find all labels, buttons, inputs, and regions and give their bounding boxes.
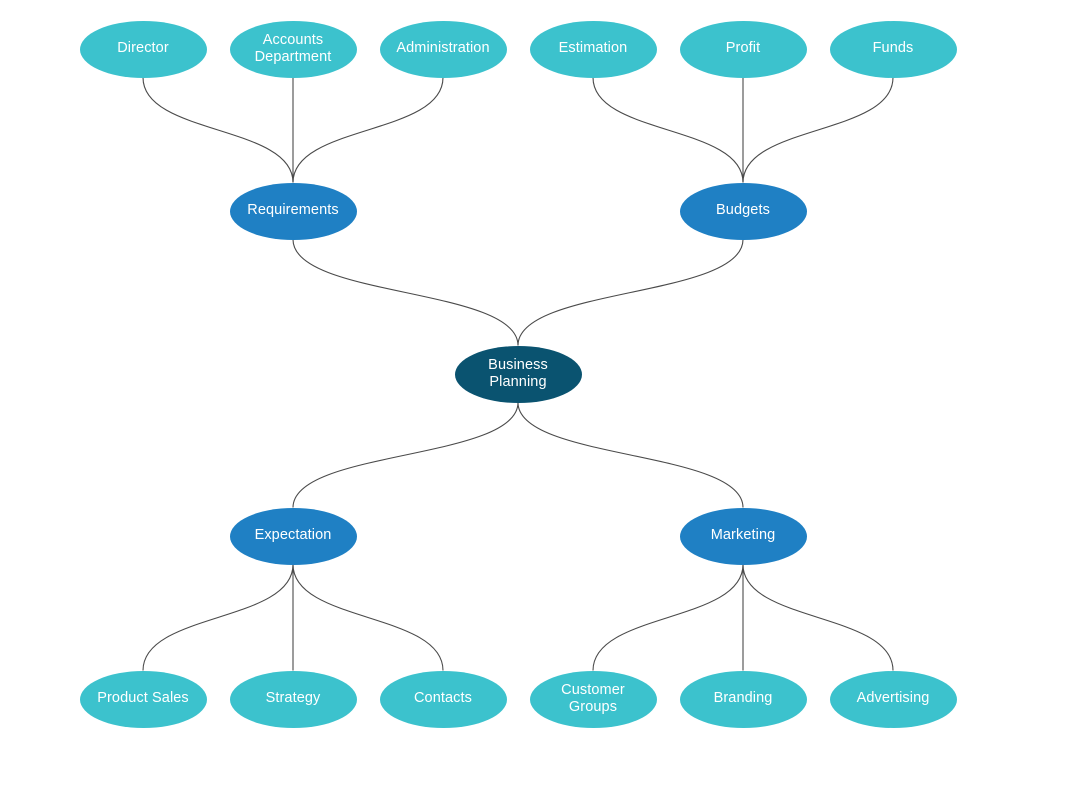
edge-business-planning-to-expectation: [292, 402, 519, 508]
edge-marketing-to-advertising: [742, 564, 894, 671]
node-director[interactable]: Director: [79, 20, 207, 78]
edge-estimation-to-budgets: [592, 77, 744, 183]
node-label-funds: Funds: [872, 40, 914, 57]
node-label-contacts: Contacts: [413, 690, 473, 707]
node-label-customer-groups: Customer Groups: [561, 681, 625, 715]
node-product-sales[interactable]: Product Sales: [79, 670, 207, 728]
node-estimation[interactable]: Estimation: [529, 20, 657, 78]
node-label-advertising: Advertising: [856, 690, 930, 707]
edge-requirements-to-business-planning: [292, 239, 519, 346]
edge-director-to-requirements: [142, 77, 294, 183]
node-label-product-sales: Product Sales: [97, 690, 189, 707]
node-marketing[interactable]: Marketing: [679, 507, 807, 565]
edge-expectation-to-contacts: [292, 564, 444, 671]
node-strategy[interactable]: Strategy: [229, 670, 357, 728]
node-branding[interactable]: Branding: [679, 670, 807, 728]
node-label-director: Director: [117, 40, 169, 57]
edge-funds-to-budgets: [742, 77, 894, 183]
node-label-expectation: Expectation: [254, 527, 332, 544]
node-label-accounts-department: Accounts Department: [254, 31, 332, 65]
node-label-marketing: Marketing: [710, 527, 776, 544]
node-administration[interactable]: Administration: [379, 20, 507, 78]
node-label-requirements: Requirements: [247, 202, 339, 219]
node-label-strategy: Strategy: [265, 690, 321, 707]
node-customer-groups[interactable]: Customer Groups: [529, 670, 657, 728]
node-business-planning[interactable]: Business Planning: [454, 345, 582, 403]
node-label-profit: Profit: [725, 40, 761, 57]
edge-budgets-to-business-planning: [517, 239, 744, 346]
edge-expectation-to-product-sales: [142, 564, 294, 671]
node-accounts-department[interactable]: Accounts Department: [229, 20, 357, 78]
node-label-business-planning: Business Planning: [488, 356, 548, 390]
node-label-administration: Administration: [396, 40, 490, 57]
edge-administration-to-requirements: [292, 77, 444, 183]
node-advertising[interactable]: Advertising: [829, 670, 957, 728]
node-requirements[interactable]: Requirements: [229, 182, 357, 240]
node-budgets[interactable]: Budgets: [679, 182, 807, 240]
edge-marketing-to-customer-groups: [592, 564, 744, 671]
node-label-estimation: Estimation: [558, 40, 628, 57]
node-label-budgets: Budgets: [716, 202, 770, 219]
node-funds[interactable]: Funds: [829, 20, 957, 78]
edge-business-planning-to-marketing: [517, 402, 744, 508]
node-contacts[interactable]: Contacts: [379, 670, 507, 728]
node-expectation[interactable]: Expectation: [229, 507, 357, 565]
node-profit[interactable]: Profit: [679, 20, 807, 78]
node-label-branding: Branding: [713, 690, 773, 707]
